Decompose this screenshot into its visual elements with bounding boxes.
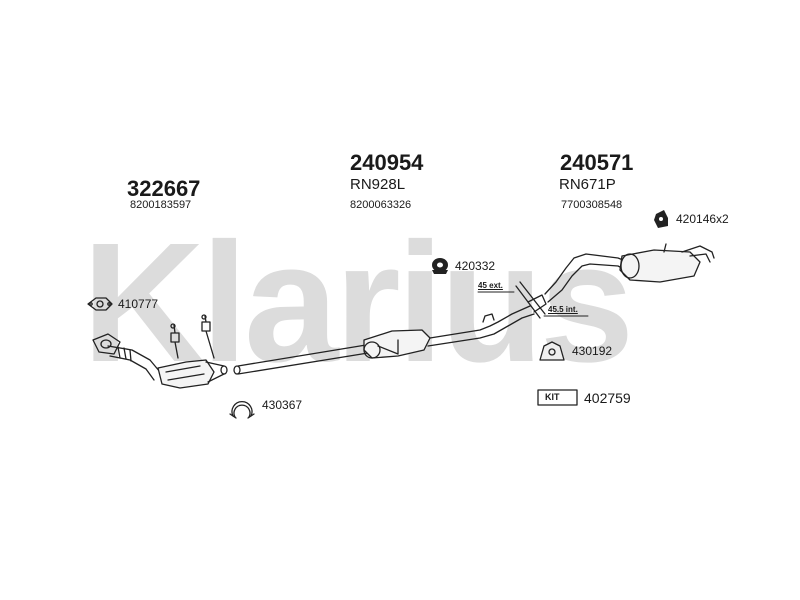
rubber-hanger-icon — [432, 258, 448, 274]
kit-badge-label: KIT — [545, 392, 560, 402]
part-number-322667: 322667 — [127, 176, 201, 201]
label-hanger-rear: 430192 — [572, 344, 613, 358]
ref-code-rn928l: RN928L — [350, 176, 406, 193]
label-rubber-hanger-mid: 420332 — [455, 259, 496, 273]
label-gasket: 410777 — [118, 297, 159, 311]
catalytic-converter — [157, 359, 228, 389]
hanger-icon — [539, 341, 565, 361]
kit-badge-box — [537, 389, 578, 406]
clamp-icon — [229, 400, 255, 419]
front-downpipe — [107, 345, 161, 381]
rear-silencer — [619, 243, 715, 283]
centre-silencer — [363, 329, 431, 359]
label-rubber-mount: 420146x2 — [676, 212, 729, 226]
slip-joint — [515, 281, 547, 319]
part-number-240954: 240954 — [350, 150, 424, 175]
intermediate-pipe — [233, 344, 369, 375]
oem-number-240571: 7700308548 — [561, 199, 623, 211]
manifold-flange — [92, 333, 121, 355]
ref-code-rn671p: RN671P — [559, 176, 616, 193]
dimension-lines — [477, 291, 589, 317]
oem-number-240954: 8200063326 — [350, 199, 412, 211]
part-number-240571: 240571 — [560, 150, 634, 175]
dimension-ext: 45 ext. — [478, 281, 503, 290]
oem-number-322667: 8200183597 — [130, 199, 192, 211]
rubber-mount-icon — [654, 210, 668, 228]
rear-pipe — [544, 253, 629, 303]
label-clamp: 430367 — [262, 398, 303, 412]
label-kit-number: 402759 — [584, 390, 631, 406]
dimension-int: 45.5 int. — [548, 305, 578, 314]
gasket-icon — [87, 297, 113, 311]
lambda-sensors — [170, 314, 215, 359]
mid-pipe — [427, 305, 535, 347]
